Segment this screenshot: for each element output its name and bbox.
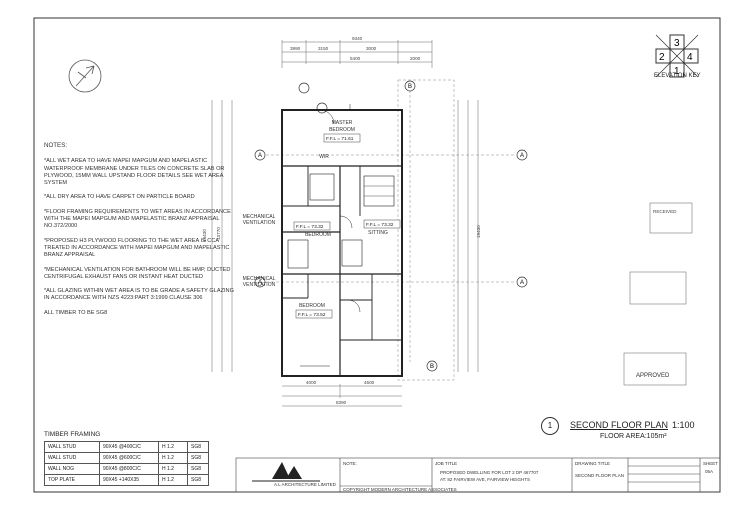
note-item: *ALL DRY AREA TO HAVE CARPET ON PARTICLE… — [44, 194, 195, 201]
svg-text:A: A — [520, 280, 524, 286]
plan-number: 1 — [541, 417, 559, 435]
svg-text:3000: 3000 — [366, 46, 377, 51]
svg-text:B: B — [430, 364, 434, 370]
svg-text:A: A — [520, 153, 524, 159]
floor-plan — [281, 104, 403, 377]
firm-name: A.L ARCHITECTURE LIMITED — [274, 482, 336, 487]
north-arrow-icon — [68, 59, 102, 93]
svg-text:4500: 4500 — [364, 380, 375, 385]
sheet-number: 05A — [705, 469, 714, 474]
elev-key-digit-left: 2 — [659, 52, 665, 63]
svg-text:F.F.L = 73.32: F.F.L = 73.32 — [296, 224, 324, 230]
note-item: *ALL WET AREA TO HAVE MAPEI MAPGUM AND M… — [44, 158, 225, 187]
note-item: *MECHANICAL VENTILATION FOR BATHROOM WIL… — [44, 266, 231, 280]
approved-stamp: APPROVED — [623, 271, 687, 386]
svg-text:BEDROOM: BEDROOM — [329, 127, 355, 133]
svg-text:BEDROOM: BEDROOM — [305, 232, 331, 238]
elev-key-digit-top: 3 — [674, 38, 680, 49]
svg-text:19430: 19430 — [476, 225, 481, 238]
svg-text:5400: 5400 — [350, 56, 361, 61]
table-row: TOP PLATE 90X45 +140X35 H 1.2 SG8 — [44, 474, 209, 486]
svg-text:SITTING: SITTING — [368, 230, 388, 236]
svg-text:4000: 4000 — [306, 380, 317, 385]
elev-key-digit-bottom: 1 — [674, 66, 680, 77]
svg-text:F.F.L = 73.52: F.F.L = 73.52 — [298, 312, 326, 318]
plan-scale: 1:100 — [672, 420, 695, 430]
svg-text:VENTILATION: VENTILATION — [243, 220, 276, 226]
notes-panel: NOTES: *ALL WET AREA TO HAVE MAPEI MAPGU… — [44, 142, 234, 324]
floor-area: FLOOR AREA:105m² — [600, 433, 667, 440]
svg-text:2000: 2000 — [410, 56, 421, 61]
table-row: WALL NOG 90X45 @800C/C H 1.2 SG8 — [44, 463, 209, 475]
drawing-title-label: DRAWING TITLE — [575, 461, 611, 466]
svg-text:B: B — [408, 84, 412, 90]
note-label: NOTE: — [343, 461, 357, 466]
ffl-tags: F.F.L = 71.61 F.F.L = 73.32 F.F.L = 73.3… — [293, 133, 401, 319]
svg-text:VENTILATION: VENTILATION — [243, 282, 276, 288]
elevation-key-icon: 3 2 4 1 — [655, 34, 699, 78]
job-title: PROPOSED DWELLING FOR LOT 2 DP 467707 — [440, 470, 539, 475]
elevation-key-label: ELEVATION KEY — [654, 73, 701, 79]
svg-text:3990: 3990 — [290, 46, 301, 51]
svg-text:F.F.L = 71.61: F.F.L = 71.61 — [326, 136, 354, 142]
copyright: COPYRIGHT MODERN ARCHITECTURE ASSOCIATES — [343, 487, 457, 492]
grid-markers: A A A A B B — [254, 80, 528, 372]
svg-text:MASTER: MASTER — [332, 120, 353, 126]
table-row: WALL STUD 90X45 @400C/C H 1.2 SG8 — [44, 441, 209, 453]
svg-text:APPROVED: APPROVED — [636, 373, 670, 379]
job-title-label: JOB TITLE — [435, 461, 458, 466]
note-item: *ALL GLAZING WITHIN WET AREA IS TO BE GR… — [44, 288, 234, 302]
svg-text:9340: 9340 — [352, 36, 363, 41]
notes-heading: NOTES: — [44, 142, 68, 149]
title-block — [235, 457, 721, 493]
elev-key-digit-right: 4 — [687, 52, 693, 63]
svg-text:13770: 13770 — [216, 227, 221, 240]
plan-dimensions — [211, 40, 479, 407]
svg-text:A: A — [258, 153, 262, 159]
svg-text:WIR: WIR — [319, 154, 329, 160]
timber-framing-table: WALL STUD 90X45 @400C/C H 1.2 SG8 WALL S… — [44, 441, 209, 486]
sheet-label: SHEET — [703, 461, 719, 466]
svg-text:F.F.L = 73.32: F.F.L = 73.32 — [366, 222, 394, 228]
note-item: *FLOOR FRAMING REQUIREMENTS TO WET AREAS… — [44, 208, 231, 230]
note-item: *PROPOSED H3 PLYWOOD FLOORING TO THE WET… — [44, 237, 230, 259]
job-address: AT: 82 FAIRVIEW AVE, FAIRVIEW HEIGHTS — [440, 477, 530, 482]
svg-text:MECHANICAL: MECHANICAL — [243, 276, 276, 282]
note-item: ALL TIMBER TO BE SG8 — [44, 309, 108, 316]
plan-dimension-labels: 9340 3990 3150 3000 5400 2000 4000 4500 … — [202, 36, 481, 405]
received-stamp: RECEIVED — [649, 202, 693, 234]
table-row: WALL STUD 90X45 @600C/C H 1.2 SG8 — [44, 452, 209, 464]
firm-logo — [252, 462, 320, 482]
svg-text:MECHANICAL: MECHANICAL — [243, 214, 276, 220]
timber-framing-title: TIMBER FRAMING — [44, 431, 101, 438]
svg-text:A: A — [258, 280, 262, 286]
drawing-title: SECOND FLOOR PLAN — [575, 473, 625, 478]
svg-text:RECEIVED: RECEIVED — [653, 209, 677, 214]
svg-text:BEDROOM: BEDROOM — [299, 303, 325, 309]
plan-labels: MASTER BEDROOM WIR BEDROOM SITTING BEDRO… — [243, 120, 388, 309]
plan-title: SECOND FLOOR PLAN — [570, 420, 669, 430]
svg-text:3150: 3150 — [318, 46, 329, 51]
svg-text:14430: 14430 — [202, 229, 207, 242]
svg-text:8390: 8390 — [336, 400, 347, 405]
